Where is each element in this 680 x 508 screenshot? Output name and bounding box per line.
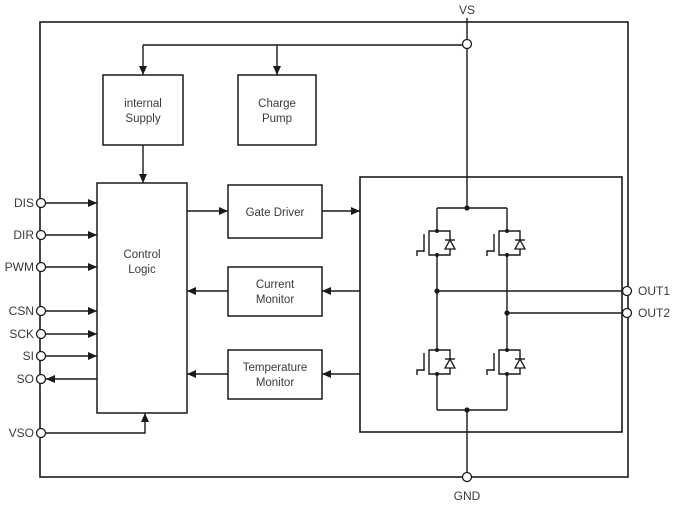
charge-pump-block bbox=[237, 74, 317, 146]
pin-label-sck: SCK bbox=[9, 327, 34, 341]
junction-gnd-rail bbox=[464, 407, 470, 413]
current-monitor-label-1: Current bbox=[256, 279, 295, 291]
current-monitor-label-2: Monitor bbox=[256, 294, 295, 306]
pin-label-vs: VS bbox=[459, 3, 475, 17]
mosfet-highside-left bbox=[416, 228, 456, 258]
gate-driver-label: Gate Driver bbox=[246, 207, 305, 219]
pin-label-so: SO bbox=[17, 372, 34, 386]
pin-terminal-si bbox=[35, 350, 47, 362]
pin-terminal-pwm bbox=[35, 261, 47, 273]
junction-out1 bbox=[434, 288, 440, 294]
pin-label-si: SI bbox=[23, 349, 34, 363]
pin-label-gnd: GND bbox=[454, 489, 481, 503]
pin-terminal-dis bbox=[35, 197, 47, 209]
internal-supply-label-1: internal bbox=[124, 98, 162, 110]
mosfet-lowside-right bbox=[486, 347, 526, 377]
h-bridge-box bbox=[359, 176, 623, 433]
pin-label-pwm: PWM bbox=[5, 260, 34, 274]
internal-supply-block bbox=[102, 74, 184, 146]
junction-out2 bbox=[504, 310, 510, 316]
pin-label-out2: OUT2 bbox=[638, 306, 670, 320]
pin-terminal-sck bbox=[35, 328, 47, 340]
temperature-monitor-label-1: Temperature bbox=[243, 362, 308, 374]
chip-boundary bbox=[39, 21, 629, 478]
control-logic-label-2: Logic bbox=[128, 264, 156, 276]
pin-terminal-vs bbox=[461, 38, 473, 50]
pin-terminal-out1 bbox=[621, 285, 633, 297]
charge-pump-label-1: Charge bbox=[258, 98, 296, 110]
temperature-monitor-block bbox=[227, 349, 323, 400]
pin-terminal-gnd bbox=[461, 471, 473, 483]
pin-label-dis: DIS bbox=[14, 196, 34, 210]
mosfet-lowside-left bbox=[416, 347, 456, 377]
pin-terminal-csn bbox=[35, 305, 47, 317]
control-logic-label-1: Control bbox=[123, 249, 160, 261]
pin-label-vso: VSO bbox=[9, 426, 34, 440]
pin-terminal-out2 bbox=[621, 307, 633, 319]
pin-terminal-so bbox=[35, 373, 47, 385]
temperature-monitor-label-2: Monitor bbox=[256, 377, 295, 389]
gate-driver-block bbox=[227, 184, 323, 239]
wire-vso bbox=[46, 413, 149, 434]
current-monitor-block bbox=[227, 266, 323, 317]
pin-label-csn: CSN bbox=[9, 304, 34, 318]
charge-pump-label-2: Pump bbox=[262, 113, 292, 125]
pin-terminal-vso bbox=[35, 427, 47, 439]
pin-terminal-dir bbox=[35, 229, 47, 241]
pin-label-out1: OUT1 bbox=[638, 284, 670, 298]
internal-supply-label-2: Supply bbox=[125, 113, 160, 125]
mosfet-highside-right bbox=[486, 228, 526, 258]
pin-label-dir: DIR bbox=[13, 228, 34, 242]
control-logic-block bbox=[96, 182, 188, 414]
junction-vs-rail bbox=[464, 205, 470, 211]
